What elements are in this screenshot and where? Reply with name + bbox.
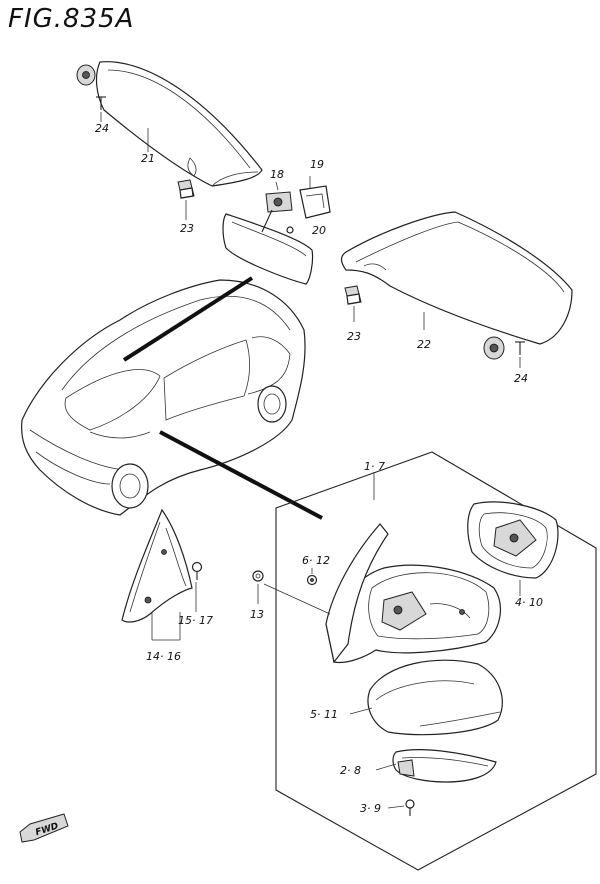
outer-mirror-assembly-frame	[275, 451, 597, 871]
figure-title: FIG.835A	[8, 4, 135, 34]
fwd-direction-badge: FWD	[19, 813, 69, 843]
sun-visor-right[interactable]	[340, 211, 573, 345]
trim-clip-15[interactable]	[191, 561, 203, 581]
callout-23-upper: 23	[180, 222, 194, 235]
corner-trim-panel[interactable]	[121, 508, 193, 623]
screw-20[interactable]	[286, 226, 294, 234]
visor-hinge-right[interactable]	[483, 336, 505, 360]
callout-15-17: 15· 17	[178, 614, 213, 627]
sun-visor-left[interactable]	[95, 61, 263, 187]
nut-6-12[interactable]	[306, 574, 318, 586]
callout-5-11: 5· 11	[310, 708, 338, 721]
callout-14-16: 14· 16	[146, 650, 181, 663]
callout-23-lower: 23	[347, 330, 361, 343]
inner-rearview-mirror[interactable]	[222, 209, 314, 285]
vehicle-outline	[21, 279, 306, 516]
callout-20: 20	[312, 224, 326, 237]
callout-3-9: 3· 9	[360, 802, 381, 815]
callout-6-12: 6· 12	[302, 554, 330, 567]
mirror-cover[interactable]	[299, 185, 331, 219]
mirror-cover-cap[interactable]	[367, 659, 503, 736]
callout-2-8: 2· 8	[340, 764, 361, 777]
callout-18: 18	[270, 168, 284, 181]
callout-4-10: 4· 10	[515, 596, 543, 609]
door-mirror-housing[interactable]	[325, 564, 501, 664]
callout-24-left: 24	[95, 122, 109, 135]
callout-24-right: 24	[514, 372, 528, 385]
turn-signal-lamp[interactable]	[392, 749, 497, 783]
visor-hinge-left[interactable]	[76, 64, 96, 86]
grommet-13[interactable]	[252, 570, 264, 582]
visor-clip-upper[interactable]	[177, 179, 195, 199]
screw-24-left[interactable]	[96, 96, 106, 110]
callout-13: 13	[250, 608, 264, 621]
mirror-glass[interactable]	[467, 501, 559, 579]
screw-24-right[interactable]	[515, 341, 525, 355]
screw-3-9[interactable]	[405, 799, 415, 816]
callout-22: 22	[417, 338, 431, 351]
mirror-base[interactable]	[325, 523, 389, 664]
inner-mirror-mount[interactable]	[265, 191, 293, 213]
callout-1-7: 1· 7	[364, 460, 385, 473]
callout-21: 21	[141, 152, 155, 165]
visor-clip-lower[interactable]	[344, 285, 362, 305]
callout-19: 19	[310, 158, 324, 171]
